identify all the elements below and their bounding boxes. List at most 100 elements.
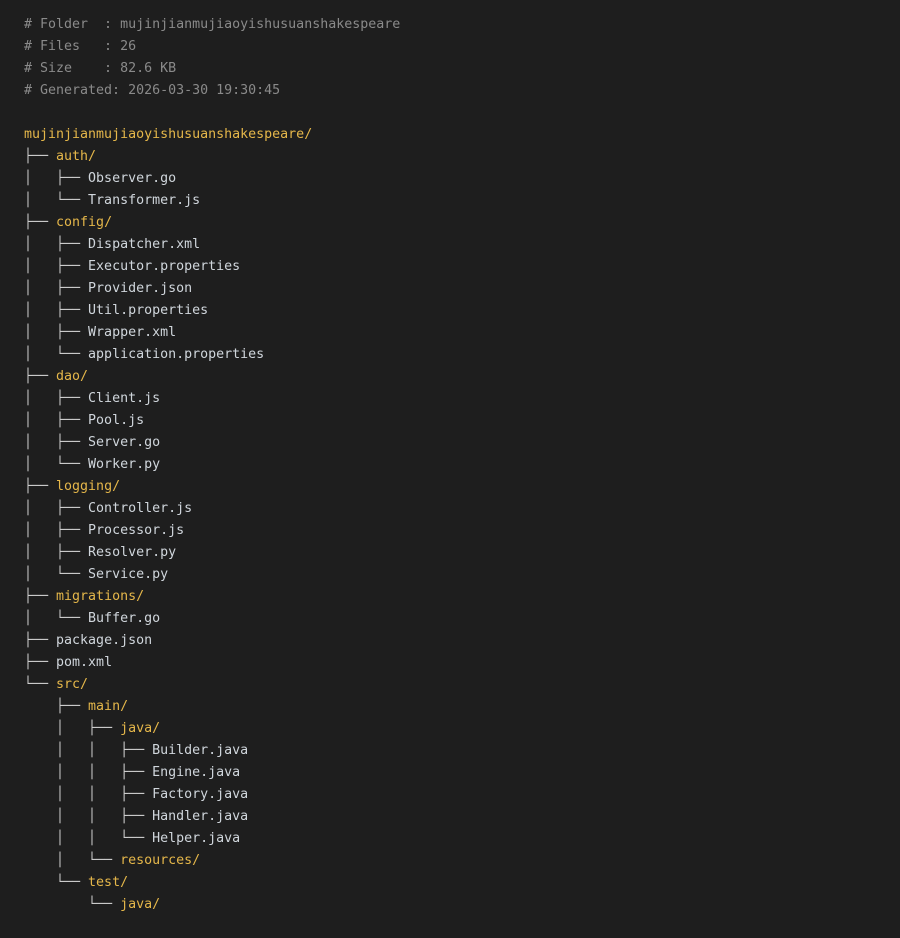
- file-name[interactable]: Processor.js: [88, 523, 185, 538]
- file-name[interactable]: Resolver.py: [88, 545, 177, 560]
- tree-guide: │ └──: [24, 457, 89, 472]
- tree-row-directory[interactable]: ├── auth/: [24, 146, 884, 168]
- file-name[interactable]: Client.js: [88, 391, 161, 406]
- tree-guide: │ ├──: [24, 325, 89, 340]
- tree-row-file[interactable]: │ ├── Client.js: [24, 388, 884, 410]
- tree-row-directory[interactable]: ├── migrations/: [24, 586, 884, 608]
- header-generated-line: # Generated: 2026-03-30 19:30:45: [24, 83, 281, 98]
- tree-row-directory[interactable]: ├── config/: [24, 212, 884, 234]
- tree-row-file[interactable]: │ │ ├── Engine.java: [24, 762, 884, 784]
- tree-guide: └──: [24, 875, 89, 890]
- file-name[interactable]: Observer.go: [88, 171, 177, 186]
- tree-guide: │ ├──: [24, 237, 89, 252]
- tree-row-directory[interactable]: └── test/: [24, 872, 884, 894]
- file-name[interactable]: Wrapper.xml: [88, 325, 177, 340]
- directory-name[interactable]: java/: [120, 897, 161, 912]
- directory-name[interactable]: resources/: [120, 853, 201, 868]
- tree-guide: │ │ ├──: [24, 787, 153, 802]
- file-name[interactable]: Buffer.go: [88, 611, 161, 626]
- tree-row-directory[interactable]: ├── main/: [24, 696, 884, 718]
- tree-guide: │ │ ├──: [24, 743, 153, 758]
- file-name[interactable]: Executor.properties: [88, 259, 241, 274]
- file-name[interactable]: Server.go: [88, 435, 161, 450]
- directory-name[interactable]: config/: [56, 215, 113, 230]
- directory-name[interactable]: test/: [88, 875, 129, 890]
- tree-guide: ├──: [24, 479, 57, 494]
- tree-row-file[interactable]: ├── package.json: [24, 630, 884, 652]
- tree-guide: │ ├──: [24, 545, 89, 560]
- file-name[interactable]: pom.xml: [56, 655, 113, 670]
- file-name[interactable]: Builder.java: [152, 743, 249, 758]
- file-name[interactable]: Service.py: [88, 567, 169, 582]
- tree-row-file[interactable]: │ │ ├── Builder.java: [24, 740, 884, 762]
- directory-name[interactable]: migrations/: [56, 589, 145, 604]
- tree-row-file[interactable]: │ └── Worker.py: [24, 454, 884, 476]
- directory-name[interactable]: main/: [88, 699, 129, 714]
- tree-row-file[interactable]: │ ├── Server.go: [24, 432, 884, 454]
- tree-row-directory[interactable]: └── src/: [24, 674, 884, 696]
- tree-guide: │ │ ├──: [24, 809, 153, 824]
- header-folder-line: # Folder : mujinjianmujiaoyishusuanshake…: [24, 17, 401, 32]
- tree-row-file[interactable]: │ │ ├── Handler.java: [24, 806, 884, 828]
- tree-row-file[interactable]: │ ├── Dispatcher.xml: [24, 234, 884, 256]
- tree-row-file[interactable]: │ ├── Util.properties: [24, 300, 884, 322]
- tree-guide: │ ├──: [24, 721, 121, 736]
- tree-guide: ├──: [24, 633, 57, 648]
- file-name[interactable]: Factory.java: [152, 787, 249, 802]
- tree-row-directory[interactable]: │ └── resources/: [24, 850, 884, 872]
- tree-guide: │ ├──: [24, 303, 89, 318]
- tree-row-file[interactable]: │ └── Service.py: [24, 564, 884, 586]
- tree-row-directory[interactable]: ├── logging/: [24, 476, 884, 498]
- tree-row-file[interactable]: │ ├── Resolver.py: [24, 542, 884, 564]
- tree-guide: └──: [24, 677, 57, 692]
- file-name[interactable]: Transformer.js: [88, 193, 201, 208]
- tree-row-file[interactable]: │ └── Buffer.go: [24, 608, 884, 630]
- header-block: # Folder : mujinjianmujiaoyishusuanshake…: [24, 14, 884, 102]
- tree-guide: │ │ ├──: [24, 765, 153, 780]
- file-name[interactable]: Pool.js: [88, 413, 145, 428]
- file-name[interactable]: Engine.java: [152, 765, 241, 780]
- tree-row-directory[interactable]: ├── dao/: [24, 366, 884, 388]
- header-size-line: # Size : 82.6 KB: [24, 61, 177, 76]
- file-name[interactable]: application.properties: [88, 347, 265, 362]
- tree-row-file[interactable]: │ │ └── Helper.java: [24, 828, 884, 850]
- file-name[interactable]: Handler.java: [152, 809, 249, 824]
- tree-guide: │ └──: [24, 611, 89, 626]
- tree-guide: │ ├──: [24, 259, 89, 274]
- tree-row-file[interactable]: │ ├── Processor.js: [24, 520, 884, 542]
- tree-guide: ├──: [24, 699, 89, 714]
- directory-name[interactable]: java/: [120, 721, 161, 736]
- tree-row-directory[interactable]: └── java/: [24, 894, 884, 916]
- directory-name[interactable]: auth/: [56, 149, 97, 164]
- tree-guide: ├──: [24, 589, 57, 604]
- file-name[interactable]: Provider.json: [88, 281, 193, 296]
- tree-row-file[interactable]: │ ├── Pool.js: [24, 410, 884, 432]
- tree-row-file[interactable]: │ ├── Wrapper.xml: [24, 322, 884, 344]
- tree-row-directory[interactable]: mujinjianmujiaoyishusuanshakespeare/: [24, 124, 884, 146]
- file-name[interactable]: Util.properties: [88, 303, 209, 318]
- directory-name[interactable]: logging/: [56, 479, 121, 494]
- file-name[interactable]: Controller.js: [88, 501, 193, 516]
- directory-name[interactable]: src/: [56, 677, 89, 692]
- file-name[interactable]: package.json: [56, 633, 153, 648]
- tree-guide: │ └──: [24, 347, 89, 362]
- directory-name[interactable]: mujinjianmujiaoyishusuanshakespeare/: [24, 127, 313, 142]
- tree-row-file[interactable]: ├── pom.xml: [24, 652, 884, 674]
- tree-row-file[interactable]: │ ├── Executor.properties: [24, 256, 884, 278]
- tree-row-file[interactable]: │ └── application.properties: [24, 344, 884, 366]
- header-files-line: # Files : 26: [24, 39, 137, 54]
- tree-row-file[interactable]: │ ├── Provider.json: [24, 278, 884, 300]
- tree-view: # Folder : mujinjianmujiaoyishusuanshake…: [24, 14, 884, 916]
- tree-guide: │ │ └──: [24, 831, 153, 846]
- tree-guide: ├──: [24, 369, 57, 384]
- tree-row-file[interactable]: │ ├── Controller.js: [24, 498, 884, 520]
- file-name[interactable]: Helper.java: [152, 831, 241, 846]
- tree-guide: │ ├──: [24, 413, 89, 428]
- tree-row-file[interactable]: │ │ ├── Factory.java: [24, 784, 884, 806]
- tree-row-directory[interactable]: │ ├── java/: [24, 718, 884, 740]
- tree-row-file[interactable]: │ ├── Observer.go: [24, 168, 884, 190]
- tree-row-file[interactable]: │ └── Transformer.js: [24, 190, 884, 212]
- directory-name[interactable]: dao/: [56, 369, 89, 384]
- file-name[interactable]: Dispatcher.xml: [88, 237, 201, 252]
- file-name[interactable]: Worker.py: [88, 457, 161, 472]
